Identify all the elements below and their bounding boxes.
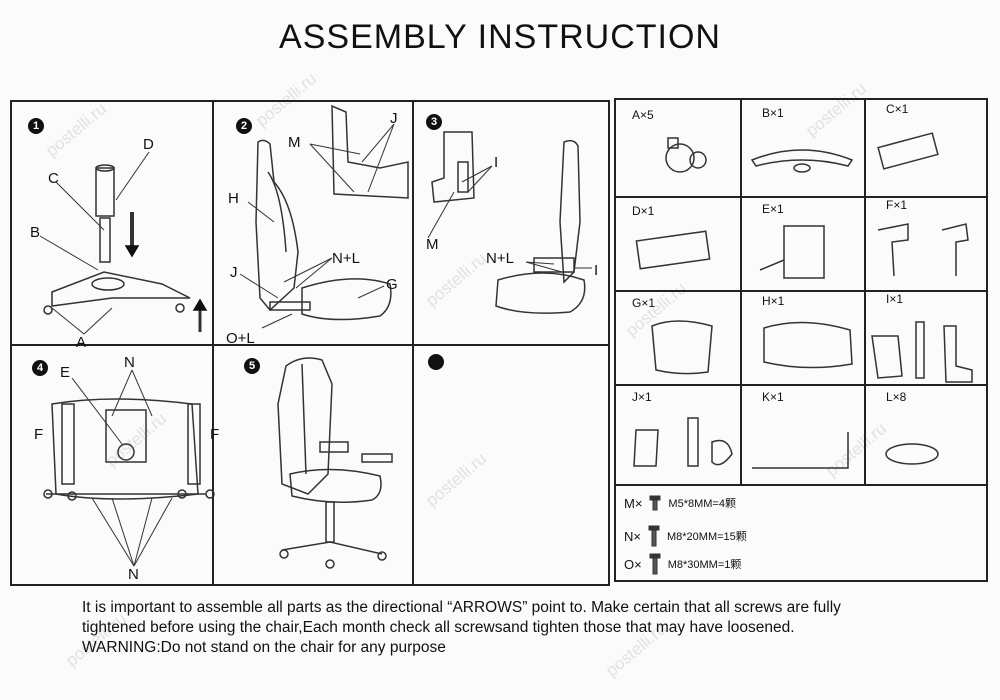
- part-j-label: J×1: [632, 390, 652, 404]
- step-3-number: 3: [426, 114, 442, 130]
- part-label: N: [124, 354, 135, 371]
- part-h-label: H×1: [762, 294, 785, 308]
- part-b-label: B×1: [762, 106, 784, 120]
- part-e-label: E×1: [762, 202, 784, 216]
- step-6-number: [428, 354, 444, 370]
- part-a-label: A×5: [632, 108, 654, 122]
- part-label: F: [34, 426, 44, 443]
- base-assembly-illustration: [39, 151, 208, 335]
- footer-line-2: tightened before using the chair,Each mo…: [82, 619, 795, 636]
- seat-backrest-illustration: [239, 104, 409, 329]
- part-c-label: C×1: [886, 102, 909, 116]
- step-4-number: 4: [32, 360, 48, 376]
- part-i-label: I×1: [886, 292, 904, 306]
- part-l-label: L×8: [886, 390, 907, 404]
- part-label: N+L: [332, 250, 360, 267]
- step-5-number: 5: [244, 358, 260, 374]
- part-f-label: F×1: [886, 198, 908, 212]
- part-label: F: [210, 426, 220, 443]
- page-title: ASSEMBLY INSTRUCTION: [279, 18, 721, 56]
- part-label: M: [426, 236, 439, 253]
- part-label: I: [594, 262, 599, 279]
- mechanism-underside-illustration: [43, 369, 215, 567]
- screw-o-symbol: O×: [624, 556, 642, 572]
- part-label: G: [386, 276, 398, 293]
- screw-m-icon: [649, 495, 661, 511]
- part-label: J: [230, 264, 238, 281]
- screw-o-row: O× M8*30MM=1颗: [624, 552, 741, 576]
- screw-m-row: M× M5*8MM=4颗: [624, 494, 736, 512]
- screw-n-row: N× M8*20MM=15颗: [624, 524, 747, 548]
- part-label: O+L: [226, 330, 255, 347]
- footer-warning: WARNING:Do not stand on the chair for an…: [82, 639, 446, 656]
- part-g-label: G×1: [632, 296, 656, 310]
- part-label: A: [76, 334, 87, 351]
- screw-m-symbol: M×: [624, 495, 643, 511]
- screw-o-icon: [649, 553, 661, 575]
- screw-n-symbol: N×: [624, 528, 641, 544]
- assembly-steps-panel: 1 D C B A 2 M J H N+L J G O: [10, 100, 610, 586]
- part-label: B: [30, 224, 41, 241]
- part-label: I: [494, 154, 499, 171]
- parts-list-panel: A×5 B×1 C×1 D×1 E×1 F×1 G×1 H×1 I×1 J×1 …: [614, 98, 988, 582]
- part-label: N: [128, 566, 139, 583]
- parts-illustrations: [633, 132, 973, 469]
- part-label: J: [390, 110, 398, 127]
- step-1-number: 1: [28, 118, 44, 134]
- part-label: N+L: [486, 250, 514, 267]
- mechanism-attachment-illustration: [427, 131, 592, 314]
- part-label: D: [143, 136, 154, 153]
- part-label: E: [60, 364, 71, 381]
- step-2-number: 2: [236, 118, 252, 134]
- part-label: C: [48, 170, 59, 187]
- screw-n-spec: M8*20MM=15颗: [666, 531, 747, 543]
- screw-n-icon: [648, 525, 660, 547]
- part-d-label: D×1: [632, 204, 655, 218]
- footer-line-1: It is important to assemble all parts as…: [82, 599, 841, 616]
- finished-chair-illustration: [277, 357, 393, 569]
- screw-o-spec: M8*30MM=1颗: [667, 559, 742, 571]
- part-label: M: [288, 134, 301, 151]
- screw-m-spec: M5*8MM=4颗: [668, 498, 736, 510]
- part-k-label: K×1: [762, 390, 784, 404]
- part-label: H: [228, 190, 239, 207]
- footer-instructions: It is important to assemble all parts as…: [82, 598, 841, 658]
